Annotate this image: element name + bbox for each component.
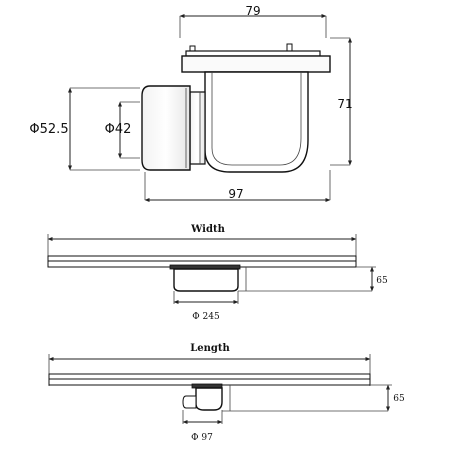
width-outlet-label: Φ 245 xyxy=(192,312,220,322)
channel-length-view: Length 65 Φ 97 xyxy=(48,343,405,443)
drain-trap-body xyxy=(141,43,331,173)
channel-width-view: Width 65 Φ 245 xyxy=(47,224,388,322)
dimension-right-label: 71 xyxy=(337,97,352,111)
dimension-inner-diameter: Φ42 xyxy=(105,101,140,159)
inner-diameter-label: Φ42 xyxy=(105,122,132,137)
length-label: Length xyxy=(190,343,230,354)
dimension-right: 71 xyxy=(330,37,353,166)
dimension-top-label: 79 xyxy=(245,4,260,18)
dimension-bottom-label: 97 xyxy=(228,187,243,201)
outer-diameter-label: Φ52.5 xyxy=(29,122,68,137)
length-outlet-label: Φ 97 xyxy=(191,433,213,443)
width-label: Width xyxy=(190,224,225,235)
drain-trap-view: 79 71 Φ52.5 Φ42 97 xyxy=(29,4,353,202)
width-outlet-body xyxy=(169,264,372,292)
length-outlet-body xyxy=(182,383,388,412)
width-height-label: 65 xyxy=(376,276,388,286)
dimension-bottom: 97 xyxy=(144,170,331,202)
dimension-top: 79 xyxy=(179,4,327,38)
length-height-label: 65 xyxy=(393,394,405,404)
dimension-outer-diameter: Φ52.5 xyxy=(29,87,140,171)
